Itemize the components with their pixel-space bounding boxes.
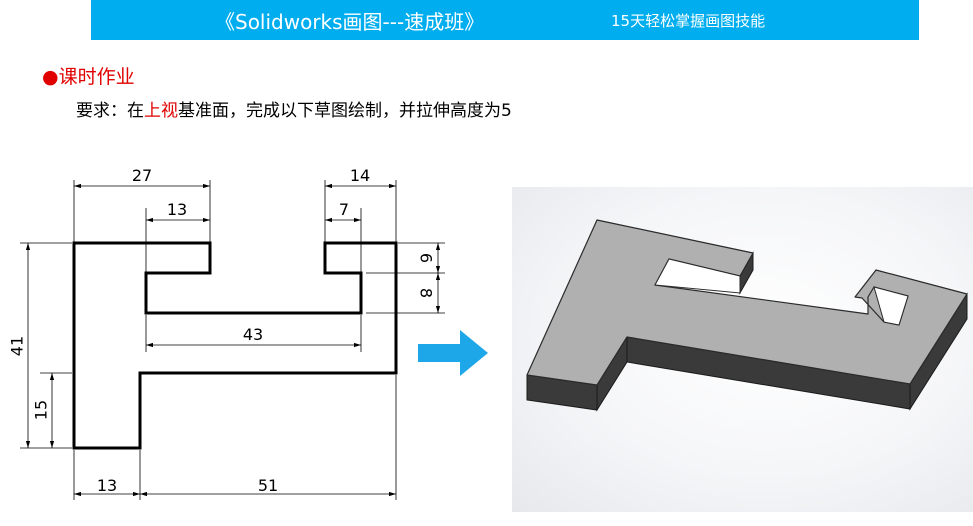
extruded-3d-model — [526, 219, 968, 412]
dim-label-14: 14 — [350, 166, 370, 185]
dim-label-7: 7 — [339, 200, 349, 219]
bullet-icon: ● — [42, 66, 59, 88]
instruction-prefix: 要求：在 — [76, 101, 144, 121]
dim-label-27: 27 — [132, 166, 152, 185]
sketch-drawing: 27 13 14 7 6 8 43 41 15 13 51 — [8, 166, 445, 500]
dim-label-13-slot: 13 — [167, 200, 187, 219]
banner-title: 《Solidworks画图---速成班》 — [215, 10, 485, 34]
dim-label-6: 6 — [417, 253, 436, 263]
heading-text: 课时作业 — [58, 66, 135, 88]
section-heading: ●课时作业 — [42, 62, 135, 89]
dim-label-43: 43 — [243, 325, 263, 344]
instruction-text: 要求：在上视基准面，完成以下草图绘制，并拉伸高度为5 — [76, 96, 512, 121]
dim-label-13-leg: 13 — [97, 476, 117, 495]
extension-lines — [20, 180, 445, 500]
dim-label-51: 51 — [258, 476, 278, 495]
dim-label-41: 41 — [8, 336, 27, 356]
dimension-lines — [25, 183, 441, 497]
dim-label-15: 15 — [32, 400, 51, 420]
dim-label-8: 8 — [417, 288, 436, 298]
title-banner: 《Solidworks画图---速成班》 15天轻松掌握画图技能 — [91, 0, 919, 40]
banner-subtitle: 15天轻松掌握画图技能 — [611, 12, 766, 30]
instruction-suffix: 基准面，完成以下草图绘制，并拉伸高度为5 — [178, 101, 512, 121]
sketch-profile — [72, 241, 398, 450]
model-render-panel — [512, 187, 973, 512]
instruction-highlight: 上视 — [144, 101, 178, 121]
right-arrow-icon — [418, 330, 488, 376]
